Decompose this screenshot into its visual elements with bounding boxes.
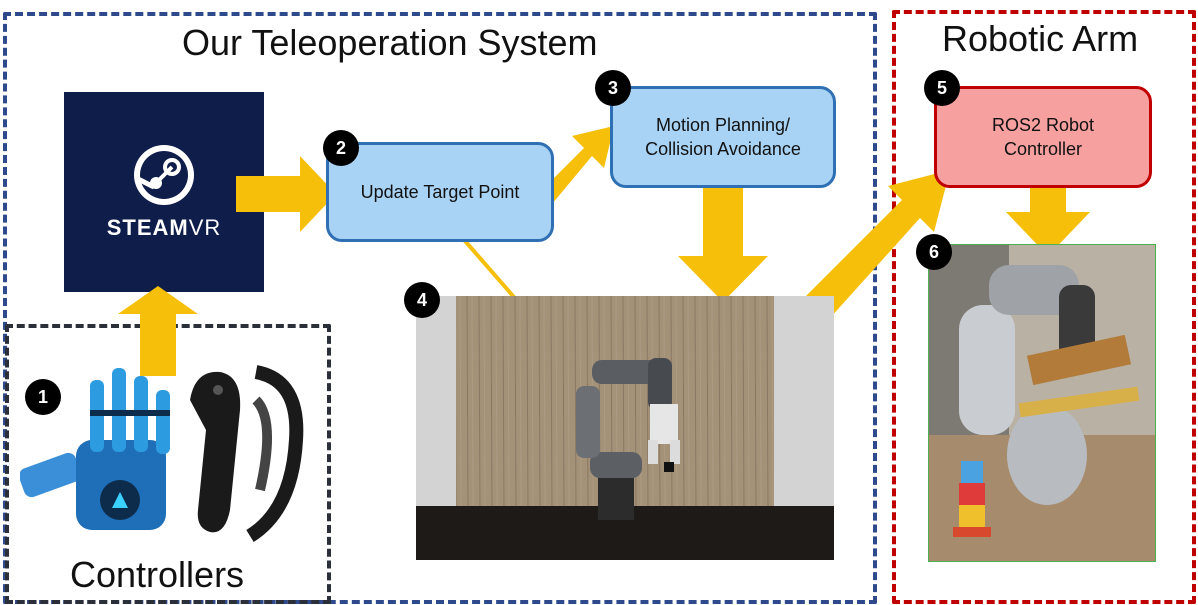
badge-2: 2 bbox=[323, 130, 359, 166]
badge-5: 5 bbox=[924, 70, 960, 106]
arrow-controllers-to-steamvr bbox=[118, 286, 198, 376]
arrow-steamvr-to-update bbox=[236, 156, 336, 232]
ros2-robot-controller-node: ROS2 Robot Controller bbox=[934, 86, 1152, 188]
teleoperation-system-title: Our Teleoperation System bbox=[182, 22, 598, 63]
badge-4: 4 bbox=[404, 282, 440, 318]
arrow-update-to-motion bbox=[540, 126, 614, 204]
steamvr-wordmark: STEAMVR bbox=[106, 215, 222, 240]
arrow-motion-to-sim bbox=[678, 178, 768, 302]
robotic-arm-group bbox=[892, 10, 1196, 604]
real-robot-scene bbox=[929, 245, 1155, 561]
controllers-title: Controllers bbox=[70, 554, 245, 595]
steam-icon bbox=[134, 145, 194, 205]
real-robot-photo bbox=[928, 244, 1156, 562]
arrow-ros2-to-robot bbox=[1006, 172, 1090, 256]
robotic-arm-title: Robotic Arm bbox=[942, 18, 1139, 59]
controllers-photo bbox=[20, 360, 310, 548]
badge-3: 3 bbox=[595, 70, 631, 106]
update-target-point-node: Update Target Point bbox=[326, 142, 554, 242]
steamvr-logo: STEAMVR bbox=[64, 92, 264, 292]
motion-planning-node: Motion Planning/ Collision Avoidance bbox=[610, 86, 836, 188]
teleoperation-system-group bbox=[3, 12, 877, 604]
arrow-sim-to-ros2 bbox=[806, 170, 950, 318]
badge-6: 6 bbox=[916, 234, 952, 270]
simulation-scene bbox=[416, 296, 834, 560]
badge-1: 1 bbox=[25, 379, 61, 415]
simulation-view bbox=[416, 296, 834, 560]
glove-and-controller-illustration bbox=[20, 365, 304, 542]
